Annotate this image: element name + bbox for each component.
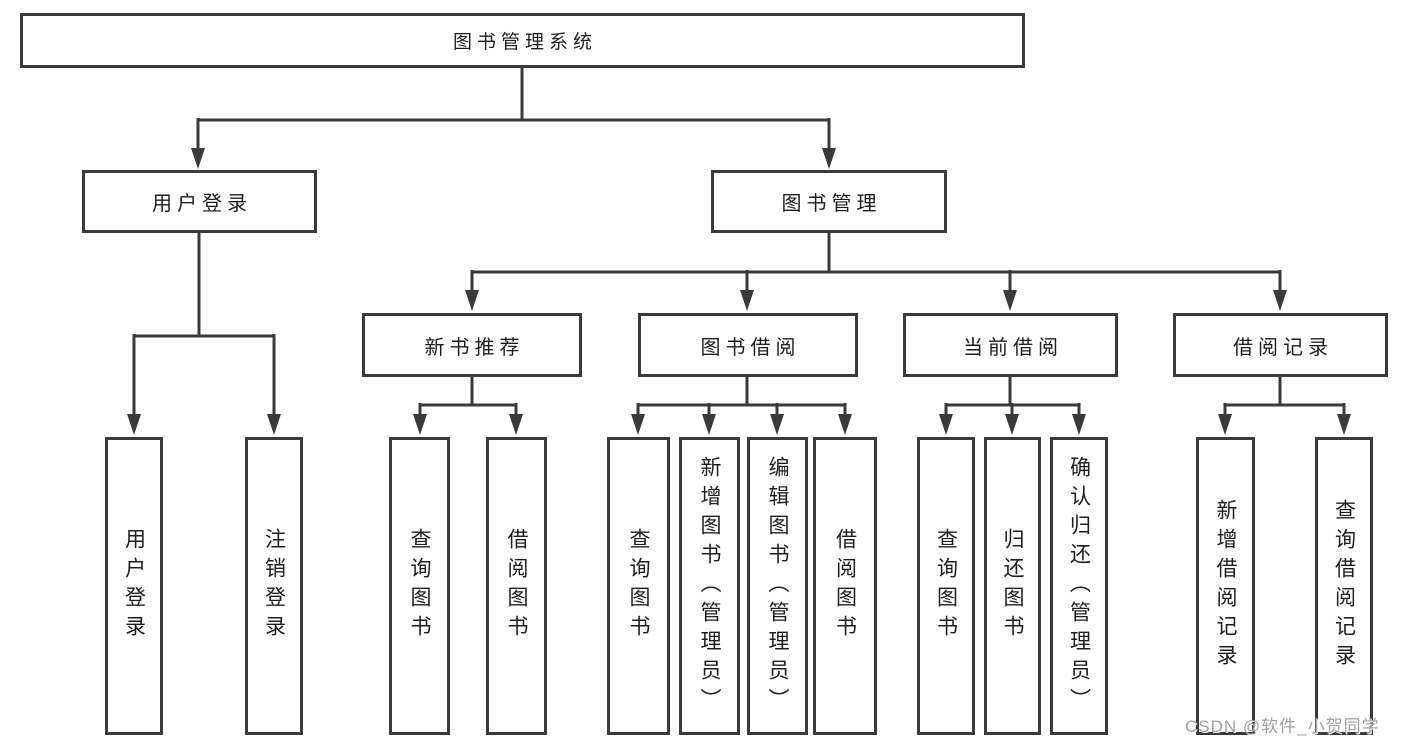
node-label: 用户登录 (152, 193, 252, 215)
leaf-query-borrow-record: 查询借阅记录 (1315, 437, 1373, 735)
arrow-down-icon (631, 414, 645, 435)
leaf-confirm-return-admin: 确认归还（管理员） (1050, 437, 1108, 735)
leaf-user-login: 用户登录 (105, 437, 163, 735)
node-borrowing-records: 借阅记录 (1173, 313, 1388, 377)
arrow-down-icon (740, 290, 754, 311)
node-label: 图书借阅 (700, 336, 801, 359)
arrow-down-icon (1337, 414, 1351, 435)
node-label: 注销登录 (262, 528, 286, 644)
leaf-return-books: 归还图书 (984, 437, 1041, 735)
node-label: 新增借阅记录 (1214, 499, 1237, 673)
node-label: 查询图书 (408, 528, 431, 644)
node-label: 当前借阅 (963, 336, 1063, 359)
arrow-down-icon (465, 290, 479, 311)
node-label: 借阅图书 (505, 528, 528, 644)
node-label: 查询图书 (934, 528, 958, 644)
node-label: 查询图书 (627, 528, 650, 644)
node-label: 新书推荐 (424, 336, 525, 359)
node-label: 编辑图书（管理员） (766, 455, 789, 717)
arrow-down-icon (1218, 414, 1232, 435)
arrow-down-icon (1072, 414, 1086, 435)
node-label: 借阅图书 (833, 528, 857, 644)
node-new-book-recommendation: 新书推荐 (362, 313, 582, 377)
tree-edges (132, 68, 1346, 420)
node-library-management-system: 图书管理系统 (20, 13, 1025, 68)
arrow-down-icon (191, 148, 205, 169)
node-label: 图书管理系统 (452, 32, 597, 53)
node-user-login: 用户登录 (82, 170, 317, 233)
leaf-borrow-books: 借阅图书 (813, 437, 877, 735)
arrow-down-icon (770, 414, 784, 435)
leaf-borrow-books: 借阅图书 (486, 437, 547, 735)
arrow-down-icon (1003, 290, 1017, 311)
node-label: 查询借阅记录 (1332, 499, 1356, 673)
arrow-down-icon (822, 148, 836, 169)
arrow-down-icon (702, 414, 716, 435)
node-label: 确认归还（管理员） (1067, 455, 1091, 717)
node-label: 图书管理 (781, 193, 882, 215)
node-label: 新增图书（管理员） (698, 455, 721, 717)
leaf-logout: 注销登录 (245, 437, 303, 735)
leaf-query-books: 查询图书 (607, 437, 670, 735)
node-label: 归还图书 (1001, 528, 1024, 644)
leaf-edit-book-admin: 编辑图书（管理员） (747, 437, 808, 735)
node-current-borrowing: 当前借阅 (903, 313, 1118, 377)
node-label: 用户登录 (122, 528, 146, 644)
leaf-query-books: 查询图书 (389, 437, 450, 735)
leaf-add-book-admin: 新增图书（管理员） (679, 437, 740, 735)
arrow-down-icon (1273, 290, 1287, 311)
leaf-add-borrow-record: 新增借阅记录 (1196, 437, 1255, 735)
arrow-down-icon (838, 414, 852, 435)
arrow-down-icon (267, 414, 281, 435)
node-book-borrowing: 图书借阅 (638, 313, 858, 377)
arrow-down-icon (413, 414, 427, 435)
node-book-management: 图书管理 (711, 170, 947, 233)
leaf-query-books: 查询图书 (917, 437, 975, 735)
arrow-down-icon (939, 414, 953, 435)
arrow-down-icon (1005, 414, 1019, 435)
arrow-down-icon (127, 414, 141, 435)
node-label: 借阅记录 (1233, 336, 1333, 359)
arrow-down-icon (509, 414, 523, 435)
